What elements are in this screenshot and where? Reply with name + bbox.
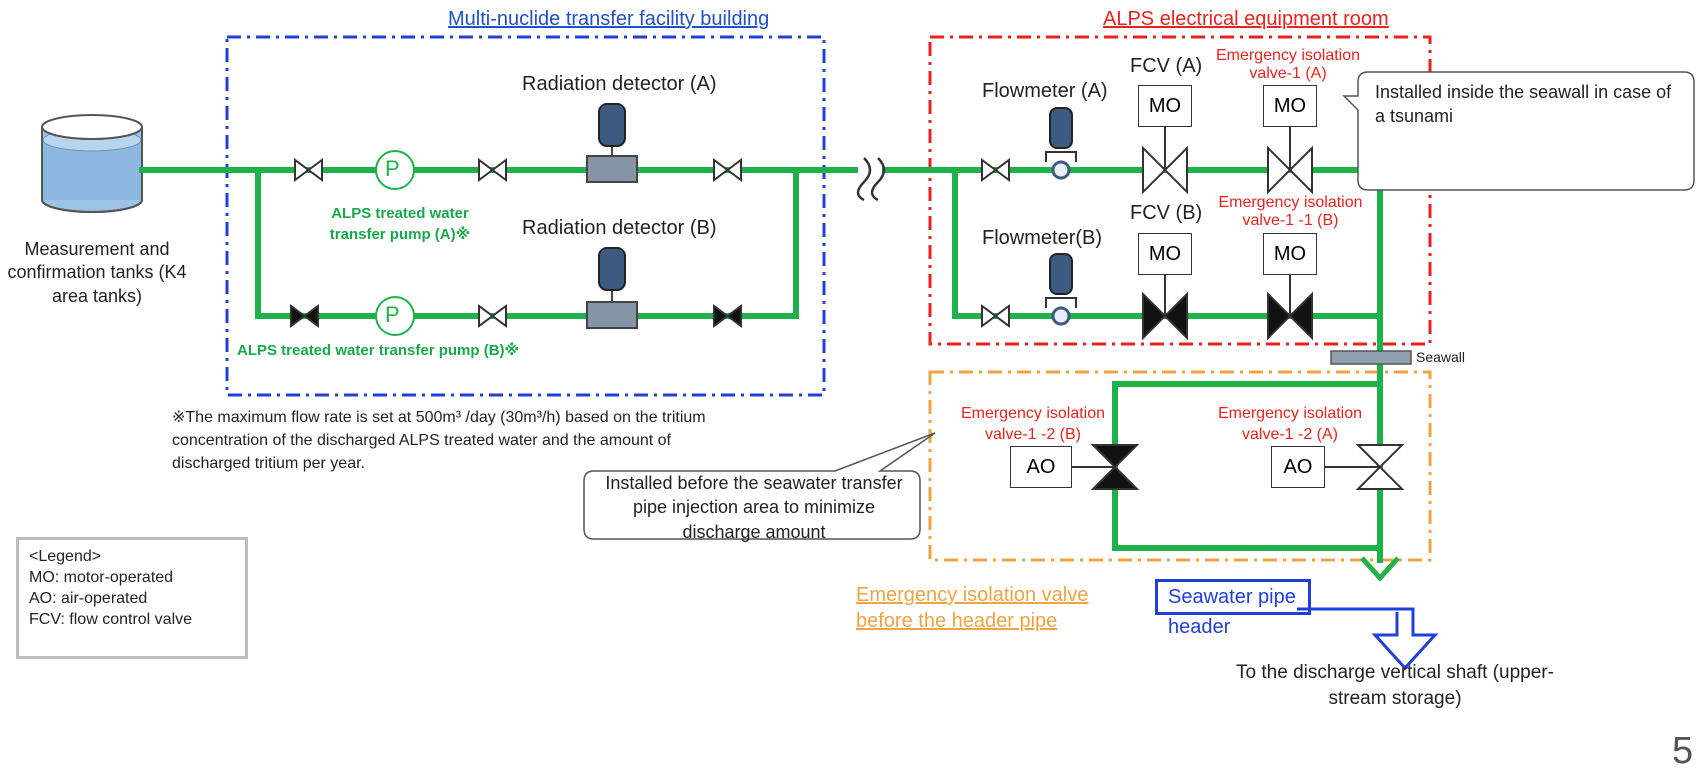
iso-12a-label: Emergency isolation valve-1 -2 (A) xyxy=(1217,405,1363,443)
valve-stems xyxy=(1072,126,1380,468)
valve-open-6 xyxy=(981,304,1010,328)
seawall-icon xyxy=(1330,350,1412,365)
flowmeter-b-label: Flowmeter(B) xyxy=(982,227,1103,249)
iso-12b-label: Emergency isolation valve-1 -2 (B) xyxy=(960,405,1106,443)
footnote: ※The maximum flow rate is set at 500m³ /… xyxy=(172,409,706,473)
minimize-callout: Installed before the seawater transfer p… xyxy=(605,473,903,542)
pump-a-icon xyxy=(375,150,415,190)
valve-open-1 xyxy=(294,158,323,182)
pump-b-symbol: P xyxy=(385,302,400,327)
flowmeter-icons xyxy=(1045,107,1077,326)
iso-12a-ao-box: AO xyxy=(1271,446,1325,488)
building-frame xyxy=(225,35,826,397)
valve-closed-2 xyxy=(713,304,742,328)
isolation-area-frame xyxy=(928,370,1432,562)
detector-a-label: Radiation detector (A) xyxy=(522,73,717,95)
page-number: 5 xyxy=(1672,730,1694,772)
pump-b-icon xyxy=(375,296,415,336)
callout-shapes xyxy=(583,71,1695,540)
flowmeter-a-label: Flowmeter (A) xyxy=(982,80,1108,102)
legend-mo: MO: motor-operated xyxy=(29,569,174,587)
legend-fcv: FCV: flow control valve xyxy=(29,611,193,629)
iso-1a-label: Emergency isolation valve-1 (A) xyxy=(1215,47,1361,83)
building-title: Multi-nuclide transfer facility building xyxy=(448,8,770,30)
isolation-area-title: Emergency isolation valve before the hea… xyxy=(856,584,1089,632)
tank-icon xyxy=(41,114,143,213)
legend: <Legend> MO: motor-operated AO: air-oper… xyxy=(16,537,248,659)
outflow-arrow-icon xyxy=(1297,607,1439,671)
valve-closed-1 xyxy=(290,304,319,328)
pipe-break-icon xyxy=(856,157,886,202)
header-arrowhead xyxy=(1360,556,1400,582)
iso-12b-ao-box: AO xyxy=(1010,446,1072,488)
iso-11b-label: Emergency isolation valve-1 -1 (B) xyxy=(1218,194,1363,230)
pump-a-symbol: P xyxy=(385,156,400,181)
pump-icons xyxy=(375,150,415,336)
valve-open-3 xyxy=(713,158,742,182)
destination-label: To the discharge vertical shaft (upper-s… xyxy=(1236,662,1554,709)
tsunami-callout: Installed inside the seawall in case of … xyxy=(1375,82,1672,127)
valve-open-2 xyxy=(478,158,507,182)
iso-1a-mo-box: MO xyxy=(1263,85,1317,127)
pump-a-label: ALPS treated water transfer pump (A)※ xyxy=(329,205,471,243)
seawater-pipe-header: Seawater pipe header xyxy=(1155,579,1311,638)
legend-ao: AO: air-operated xyxy=(29,590,148,608)
legend-title: <Legend> xyxy=(29,548,102,565)
fcv-b-mo-box: MO xyxy=(1138,233,1192,275)
valve-icons xyxy=(290,145,1405,490)
fcv-a-label: FCV (A) xyxy=(1130,55,1203,77)
seawall-label: Seawall xyxy=(1416,349,1466,365)
valve-open-4 xyxy=(478,304,507,328)
tank-label: Measurement and confirmation tanks (K4 a… xyxy=(7,239,187,306)
iso-11b-mo-box: MO xyxy=(1263,233,1317,275)
fcv-b-label: FCV (B) xyxy=(1130,202,1203,224)
electrical-room-frame xyxy=(928,35,1432,346)
detector-b-label: Radiation detector (B) xyxy=(522,217,717,239)
fcv-a-mo-box: MO xyxy=(1138,85,1192,127)
detector-icons xyxy=(586,103,638,329)
valve-open-5 xyxy=(981,158,1010,182)
electrical-room-title: ALPS electrical equipment room xyxy=(1103,8,1389,30)
pump-b-label: ALPS treated water transfer pump (B)※ xyxy=(237,342,520,359)
